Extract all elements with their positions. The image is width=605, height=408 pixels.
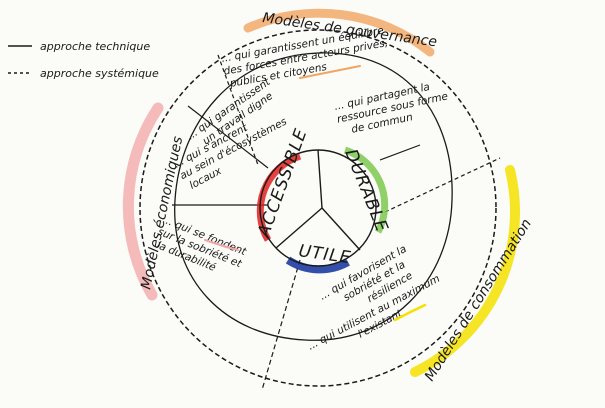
- divider-bottom: [261, 259, 301, 391]
- legend-dashed-label: approche systémique: [40, 67, 159, 80]
- underline-consumption: [393, 303, 427, 322]
- core-symbol: [256, 146, 389, 274]
- economic-highlight: [122, 102, 164, 301]
- core-arc-durable: [343, 146, 389, 234]
- note-top: ... qui garantissent un équilibre des fo…: [220, 25, 389, 90]
- core-label-accessible: ACCESSIBLE: [254, 126, 312, 241]
- outer-highlights: [122, 8, 521, 377]
- consumption-highlight: [410, 165, 521, 377]
- core-arc-utile: [285, 256, 350, 274]
- underline-governance: [299, 65, 361, 79]
- inner-circle: [174, 52, 453, 341]
- legend-solid-label: approche technique: [40, 40, 150, 53]
- note-right: ... qui partagent la ressource sous form…: [333, 81, 449, 136]
- outer-circle: [139, 29, 497, 387]
- divider-right-inner: [379, 144, 421, 161]
- category-consumption: Modèles de consommation: [422, 216, 535, 384]
- core-spoke-right: [321, 207, 361, 251]
- legend: approche technique approche systémique: [8, 40, 159, 80]
- divider-left-upper: [187, 105, 269, 169]
- note-underlines: [204, 65, 427, 322]
- dividers: [172, 54, 501, 391]
- core-spoke-left: [275, 207, 323, 249]
- underline-economic: [204, 239, 239, 251]
- divider-top-left: [217, 54, 259, 166]
- governance-highlight: [243, 8, 435, 57]
- core-spoke-top: [317, 149, 323, 209]
- divider-right-dashed: [384, 157, 501, 213]
